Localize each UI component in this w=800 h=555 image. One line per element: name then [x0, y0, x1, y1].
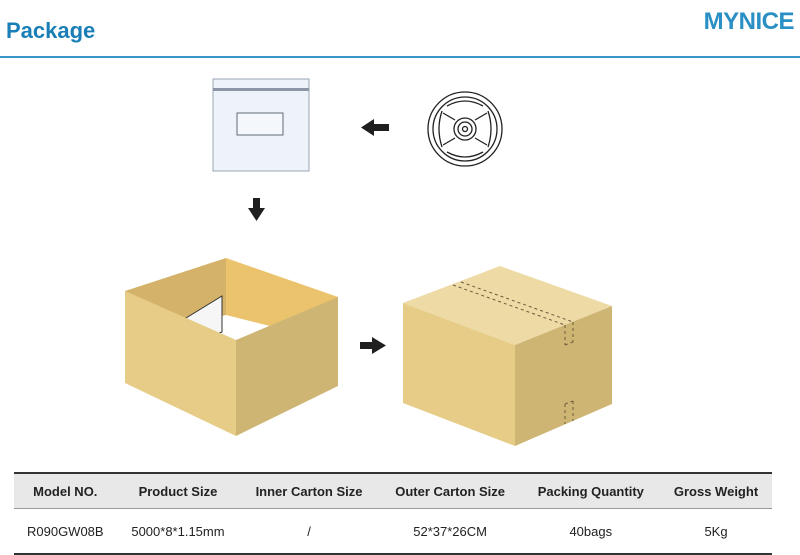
- tape-reel-icon: [427, 91, 503, 167]
- cell-product-size: 5000*8*1.15mm: [116, 508, 240, 555]
- header-inner-carton-size: Inner Carton Size: [239, 472, 379, 509]
- header-outer-carton-size: Outer Carton Size: [378, 472, 522, 509]
- outer-carton-icon: [403, 266, 612, 446]
- cell-packing-quantity: 40bags: [521, 508, 661, 555]
- package-spec-table: Model NO. Product Size Inner Carton Size…: [14, 472, 772, 555]
- header-gross-weight: Gross Weight: [660, 472, 772, 509]
- header-packing-quantity: Packing Quantity: [521, 472, 661, 509]
- table-row: R090GW08B 5000*8*1.15mm / 52*37*26CM 40b…: [14, 508, 772, 555]
- inner-carton-icon: [125, 258, 338, 436]
- arrow-left-icon: [361, 119, 389, 136]
- table-header-row: Model NO. Product Size Inner Carton Size…: [14, 472, 772, 509]
- brand-logo: MYNICE: [703, 8, 795, 35]
- page-title: Package: [6, 18, 96, 43]
- header-model-no: Model NO.: [14, 472, 117, 509]
- cell-model-no: R090GW08B: [14, 508, 117, 555]
- header-divider: [0, 56, 800, 58]
- arrow-down-icon: [248, 198, 265, 221]
- arrow-right-icon: [360, 337, 386, 354]
- header-product-size: Product Size: [116, 472, 240, 509]
- packaging-illustration: [125, 78, 612, 446]
- anti-static-bag-icon: [212, 78, 310, 172]
- cell-outer-carton-size: 52*37*26CM: [378, 508, 522, 555]
- cell-gross-weight: 5Kg: [660, 508, 772, 555]
- cell-inner-carton-size: /: [239, 508, 379, 555]
